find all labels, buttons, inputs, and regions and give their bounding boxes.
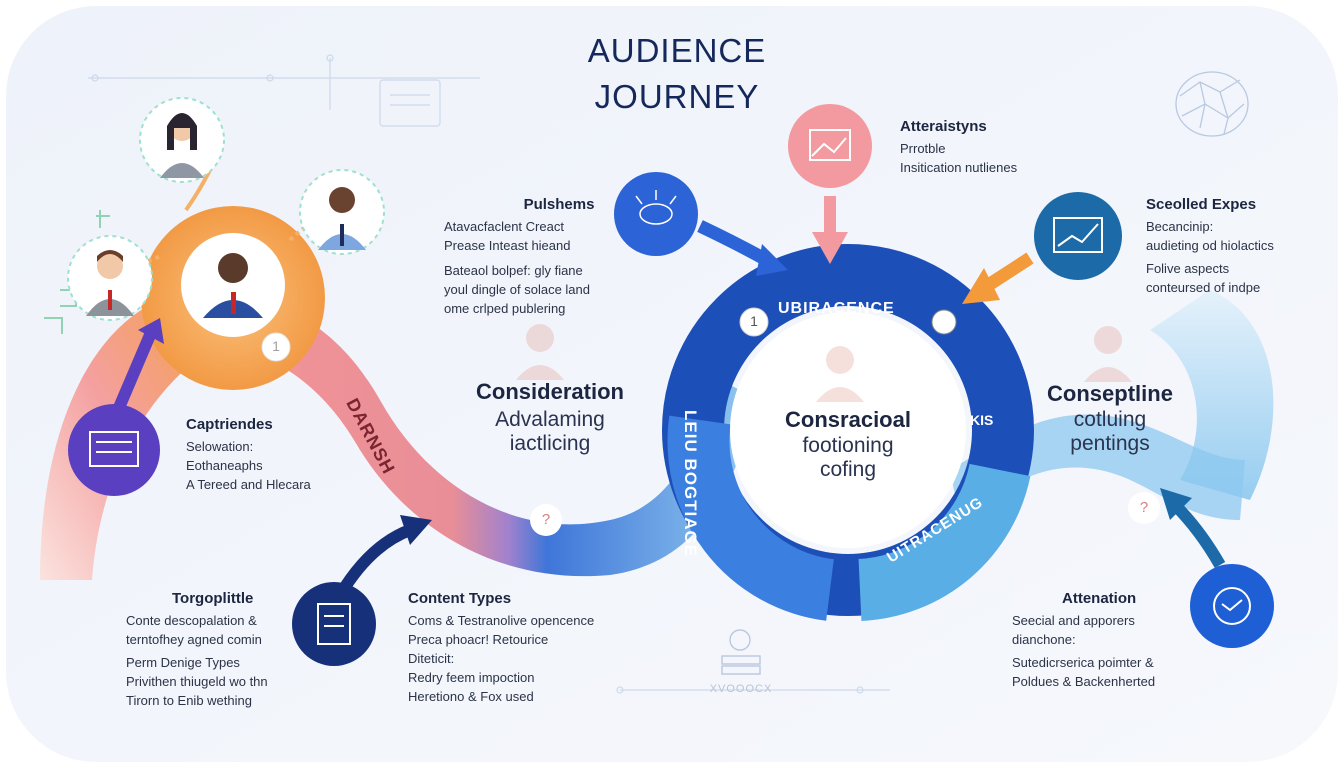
decor-lines (88, 54, 890, 694)
block-captriendes-line: A Tereed and Hlecara (186, 477, 311, 492)
block-content-types-line: Preca phoacr! Retourice (408, 632, 549, 647)
block-content-types-title: Content Types (408, 590, 512, 607)
pink-image-circle (788, 104, 872, 188)
image-icon (809, 129, 851, 161)
diagram-title: AUDIENCE JOURNEY (540, 28, 814, 120)
block-attenation-line: Seecial and apporers (1012, 613, 1135, 628)
markers (261, 307, 1160, 536)
block-torgoplittle-line: terntofhey agned comin (126, 632, 262, 647)
block-pulshems-line: Bateaol bolpef: gly fiane (444, 263, 583, 278)
block-consideration-sub: iactlicing (509, 432, 591, 455)
marker-3: ? (541, 511, 551, 528)
block-pulshems-title: Pulshems (523, 196, 595, 213)
block-atteraistyns-line: Insitication nutlienes (900, 160, 1018, 175)
block-attenation-line: Sutedicrserica poimter & (1012, 655, 1154, 670)
block-sceolled-line: conteursed of indpe (1146, 280, 1261, 295)
block-sceolled-line: Becancinip: (1146, 219, 1214, 234)
ring-label-top: UBIRACENCE (778, 300, 895, 317)
central-ring (662, 244, 1034, 621)
block-consideration: Consideration Advalaming iactlicing (460, 380, 640, 456)
block-center-sub: footioning (802, 434, 894, 457)
block-conseptline-sub: cotluing (1073, 408, 1147, 431)
block-torgoplittle-line: Tirorn to Enib wething (126, 693, 252, 708)
decor-squiggle (44, 210, 110, 334)
block-atteraistyns-line: Prrotble (900, 141, 946, 156)
block-attenation-line: dianchone: (1012, 632, 1076, 647)
block-captriendes: Captriendes Selowation: Eothaneaphs A Te… (186, 416, 346, 494)
navy-icon-circle (292, 582, 376, 666)
title-line-1: AUDIENCE (587, 32, 767, 69)
block-conseptline-title: Conseptline (1047, 381, 1173, 406)
block-torgoplittle-line: Perm Denige Types (126, 655, 240, 670)
sparkle-icon (635, 190, 677, 225)
chart-icon (1053, 217, 1103, 253)
block-consideration-sub: Advalaming (495, 408, 605, 431)
teal-chart-circle (1034, 192, 1122, 280)
block-captriendes-title: Captriendes (186, 416, 273, 433)
marker-1: 1 (272, 338, 280, 354)
block-content-types-line: Redry feem impoction (408, 670, 535, 685)
document-icon (89, 431, 139, 467)
block-torgoplittle: Torgoplittle Conte descopalation & ternt… (126, 590, 296, 710)
faint-personas (516, 324, 1132, 402)
block-center-title: Consracioal (785, 407, 911, 432)
block-pulshems: Pulshems Atavacfaclent Creact Prease Int… (444, 196, 644, 318)
block-sceolled-line: audieting od hiolactics (1146, 238, 1274, 253)
block-consideration-title: Consideration (476, 379, 624, 404)
block-captriendes-line: Eothaneaphs (186, 458, 263, 473)
block-torgoplittle-line: Privithen thiugeld wo thn (126, 674, 268, 689)
block-center: Consracioal footioning cofing (758, 408, 938, 482)
block-sceolled: Sceolled Expes Becancinip: audieting od … (1146, 196, 1326, 297)
block-sceolled-title: Sceolled Expes (1146, 196, 1257, 213)
block-captriendes-line: Selowation: (186, 439, 254, 454)
right-journey-arc (1150, 290, 1274, 500)
footer-caption: XVOOOCX (709, 683, 773, 695)
brain-network-icon (1175, 71, 1249, 137)
block-content-types-line: Diteticit: (408, 651, 455, 666)
ring-label-right: KIS (970, 412, 994, 428)
block-content-types-line: Heretiono & Fox used (408, 689, 534, 704)
handshake-icon (1213, 587, 1251, 625)
purple-icon-circle (68, 404, 160, 496)
footer-stack-icon (721, 629, 761, 675)
block-atteraistyns-title: Atteraistyns (900, 118, 987, 135)
block-atteraistyns: Atteraistyns Prrotble Insitication nutli… (900, 118, 1080, 177)
blue-sparkle-circle (614, 172, 698, 256)
blue-handshake-circle (1190, 564, 1274, 648)
block-attenation-line: Poldues & Backenherted (1012, 674, 1156, 689)
block-torgoplittle-title: Torgoplittle (172, 590, 254, 607)
marker-4: ? (1139, 499, 1149, 516)
block-conseptline-sub: pentings (1070, 432, 1150, 455)
block-conseptline: Conseptline cotluing pentings (1026, 382, 1194, 456)
document-icon-2 (317, 603, 351, 645)
block-sceolled-line: Folive aspects (1146, 261, 1230, 276)
block-torgoplittle-line: Conte descopalation & (126, 613, 257, 628)
title-line-2: JOURNEY (594, 78, 760, 115)
persona-glyphs (86, 113, 366, 318)
block-attenation-title: Attenation (1062, 590, 1137, 607)
block-pulshems-line: Prease Inteast hieand (444, 238, 571, 253)
marker-2: 1 (750, 313, 758, 329)
block-pulshems-line: ome crlped publering (444, 301, 566, 316)
block-content-types: Content Types Coms & Testranolive opence… (408, 590, 618, 706)
journey-wave-left (200, 280, 760, 577)
block-center-sub: cofing (819, 458, 877, 481)
block-content-types-line: Coms & Testranolive opencence (408, 613, 595, 628)
block-attenation: Attenation Seecial and apporers dianchon… (1012, 590, 1182, 691)
block-pulshems-line: youl dingle of solace land (444, 282, 590, 297)
ring-label-left: LEIU BOGTIAGE (681, 410, 700, 558)
block-pulshems-line: Atavacfaclent Creact (444, 219, 564, 234)
